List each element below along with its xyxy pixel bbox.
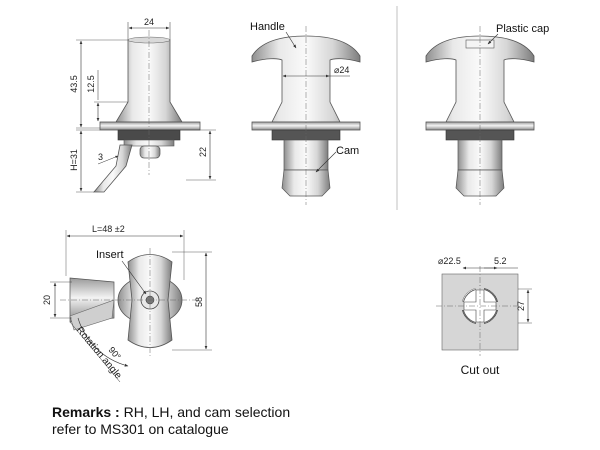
remarks: Remarks : RH, LH, and cam selection refe…	[52, 404, 290, 438]
dim-h31: H=31	[69, 149, 79, 171]
dim-top-width: 24	[144, 17, 154, 27]
dim-cut-27: 27	[516, 301, 526, 311]
dim-height-total: 43.5	[69, 75, 79, 93]
label-insert: Insert	[96, 249, 124, 261]
dim-cut-dia: ⌀22.5	[438, 256, 461, 266]
dim-cut-52: 5.2	[494, 256, 507, 266]
dim-cam-3: 3	[98, 152, 103, 162]
dim-cam-22: 22	[198, 147, 208, 157]
front-view-handle: Handle ⌀24 Cam	[250, 21, 361, 205]
dim-width-20: 20	[42, 295, 52, 305]
front-view-cap: Plastic cap	[425, 23, 549, 205]
remarks-text-1: RH, LH, and cam selection	[123, 404, 291, 420]
label-cut-out: Cut out	[461, 363, 500, 377]
side-view-left: 24 43.5 12.5 H=31 3 22	[69, 17, 216, 193]
remarks-line-1: Remarks : RH, LH, and cam selection	[52, 404, 290, 421]
dim-handle-dia: ⌀24	[334, 65, 349, 75]
remarks-line-2: refer to MS301 on catalogue	[52, 421, 229, 437]
cut-out-view: ⌀22.5 5.2 27 Cut out	[436, 256, 532, 377]
top-view: Insert L=48 ±2 20 58 90° Rotation angle	[42, 224, 212, 383]
label-cam: Cam	[336, 145, 359, 157]
label-plastic-cap: Plastic cap	[496, 23, 549, 35]
dim-width-58: 58	[194, 297, 204, 307]
remarks-title: Remarks :	[52, 404, 120, 420]
label-handle: Handle	[250, 21, 285, 33]
dim-height-upper: 12.5	[86, 75, 96, 93]
dim-length: L=48 ±2	[92, 224, 125, 234]
